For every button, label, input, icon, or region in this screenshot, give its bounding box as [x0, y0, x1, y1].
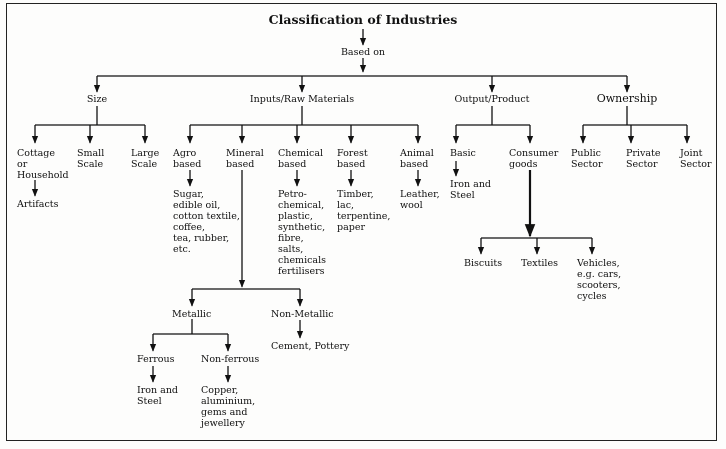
node-forest-examples: Timber, lac, terpentine, paper: [337, 189, 391, 233]
node-consumer-goods: Consumer goods: [509, 148, 559, 170]
node-metallic: Metallic: [172, 309, 212, 320]
node-artifacts: Artifacts: [17, 199, 59, 210]
node-vehicles: Vehicles, e.g. cars, scooters, cycles: [577, 258, 622, 302]
node-chemical-based: Chemical based: [278, 148, 324, 170]
node-ferrous-examples: Iron and Steel: [137, 385, 179, 407]
node-textiles: Textiles: [521, 258, 558, 269]
node-cottage: Cottage or Household: [17, 148, 69, 181]
node-basic-examples: Iron and Steel: [450, 179, 492, 201]
node-forest-based: Forest based: [337, 148, 368, 170]
criterion-output: Output/Product: [454, 94, 530, 105]
node-joint-sector: Joint Sector: [680, 148, 712, 170]
criterion-inputs: Inputs/Raw Materials: [249, 94, 355, 105]
node-small-scale: Small Scale: [77, 148, 105, 170]
node-large-scale: Large Scale: [131, 148, 160, 170]
based-on-label: Based on: [340, 47, 386, 58]
node-agro-examples: Sugar, edible oil, cotton textile, coffe…: [173, 189, 240, 255]
criterion-ownership: Ownership: [596, 92, 658, 105]
criterion-size: Size: [86, 94, 108, 105]
node-animal-based: Animal based: [400, 148, 434, 170]
node-non-ferrous-examples: Copper, aluminium, gems and jewellery: [201, 385, 256, 429]
diagram-border: [6, 3, 717, 441]
node-non-metallic: Non-Metallic: [271, 309, 334, 320]
node-chemical-examples: Petro- chemical, plastic, synthetic, fib…: [278, 189, 327, 277]
node-agro-based: Agro based: [173, 148, 202, 170]
node-non-ferrous: Non-ferrous: [201, 354, 260, 365]
node-animal-examples: Leather, wool: [400, 189, 440, 211]
node-mineral-based: Mineral based: [226, 148, 264, 170]
diagram-title: Classification of Industries: [268, 12, 458, 27]
node-public-sector: Public Sector: [571, 148, 603, 170]
node-ferrous: Ferrous: [137, 354, 175, 365]
node-private-sector: Private Sector: [626, 148, 661, 170]
node-non-metallic-examples: Cement, Pottery: [271, 341, 350, 352]
node-basic: Basic: [450, 148, 476, 159]
node-biscuits: Biscuits: [464, 258, 503, 269]
